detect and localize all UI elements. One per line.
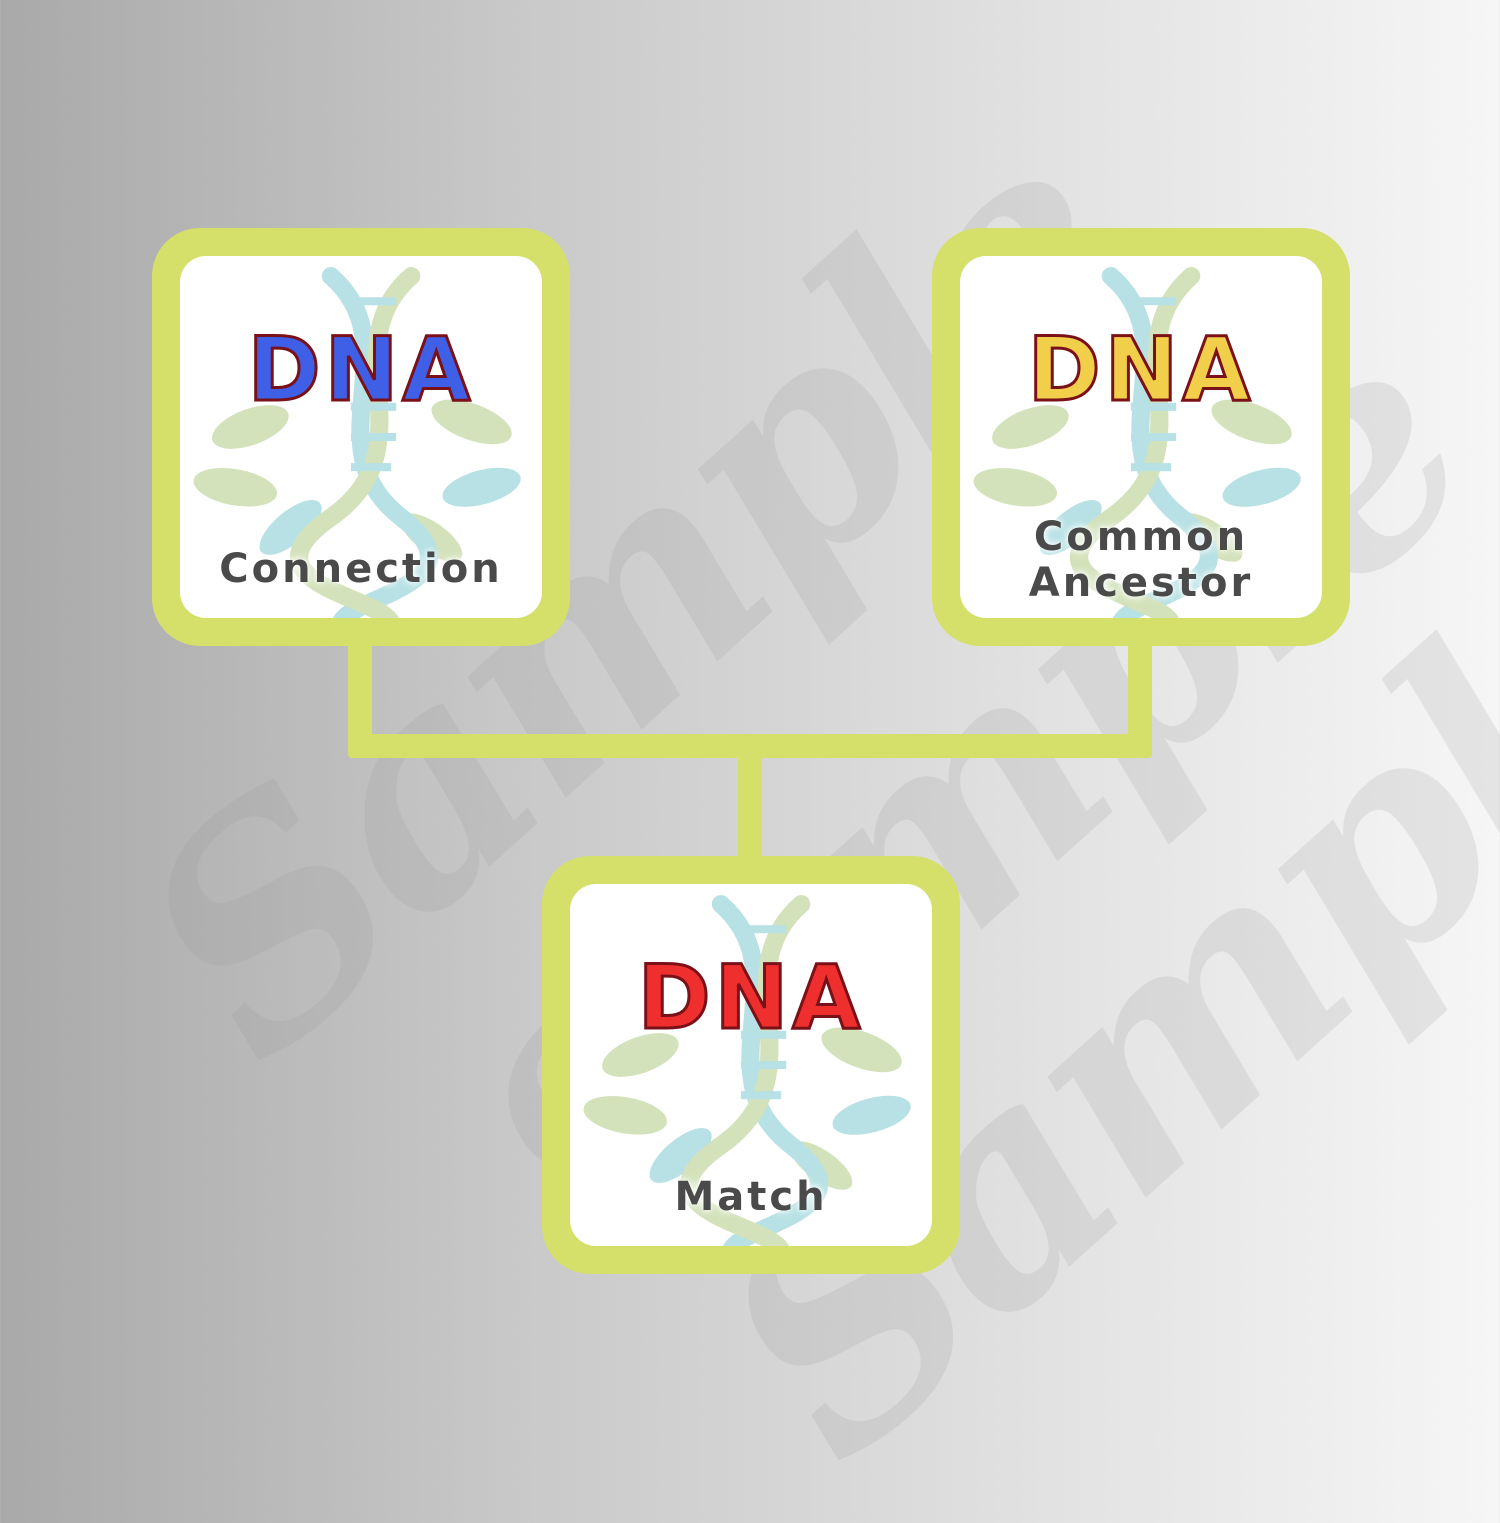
card-dna-match: DNA Match	[542, 856, 960, 1274]
card-dna-connection: DNA Connection	[152, 228, 570, 646]
dna-title: DNA	[246, 318, 475, 421]
dna-title: DNA	[636, 946, 865, 1049]
card-dna-common-ancestor: DNA Common Ancestor	[932, 228, 1350, 646]
dna-helix-leaves-icon	[973, 267, 1301, 618]
card-inner: DNA Common Ancestor	[960, 256, 1322, 618]
card-label: Match	[674, 1174, 828, 1220]
connector-center-vertical	[738, 734, 762, 874]
dna-helix-leaves-icon	[583, 895, 911, 1246]
card-label: Connection	[219, 546, 503, 592]
dna-helix-leaves-icon	[193, 267, 521, 618]
dna-title: DNA	[1026, 318, 1255, 421]
card-inner: DNA Connection	[180, 256, 542, 618]
card-label: Common Ancestor	[1028, 514, 1254, 606]
card-inner: DNA Match	[570, 884, 932, 1246]
